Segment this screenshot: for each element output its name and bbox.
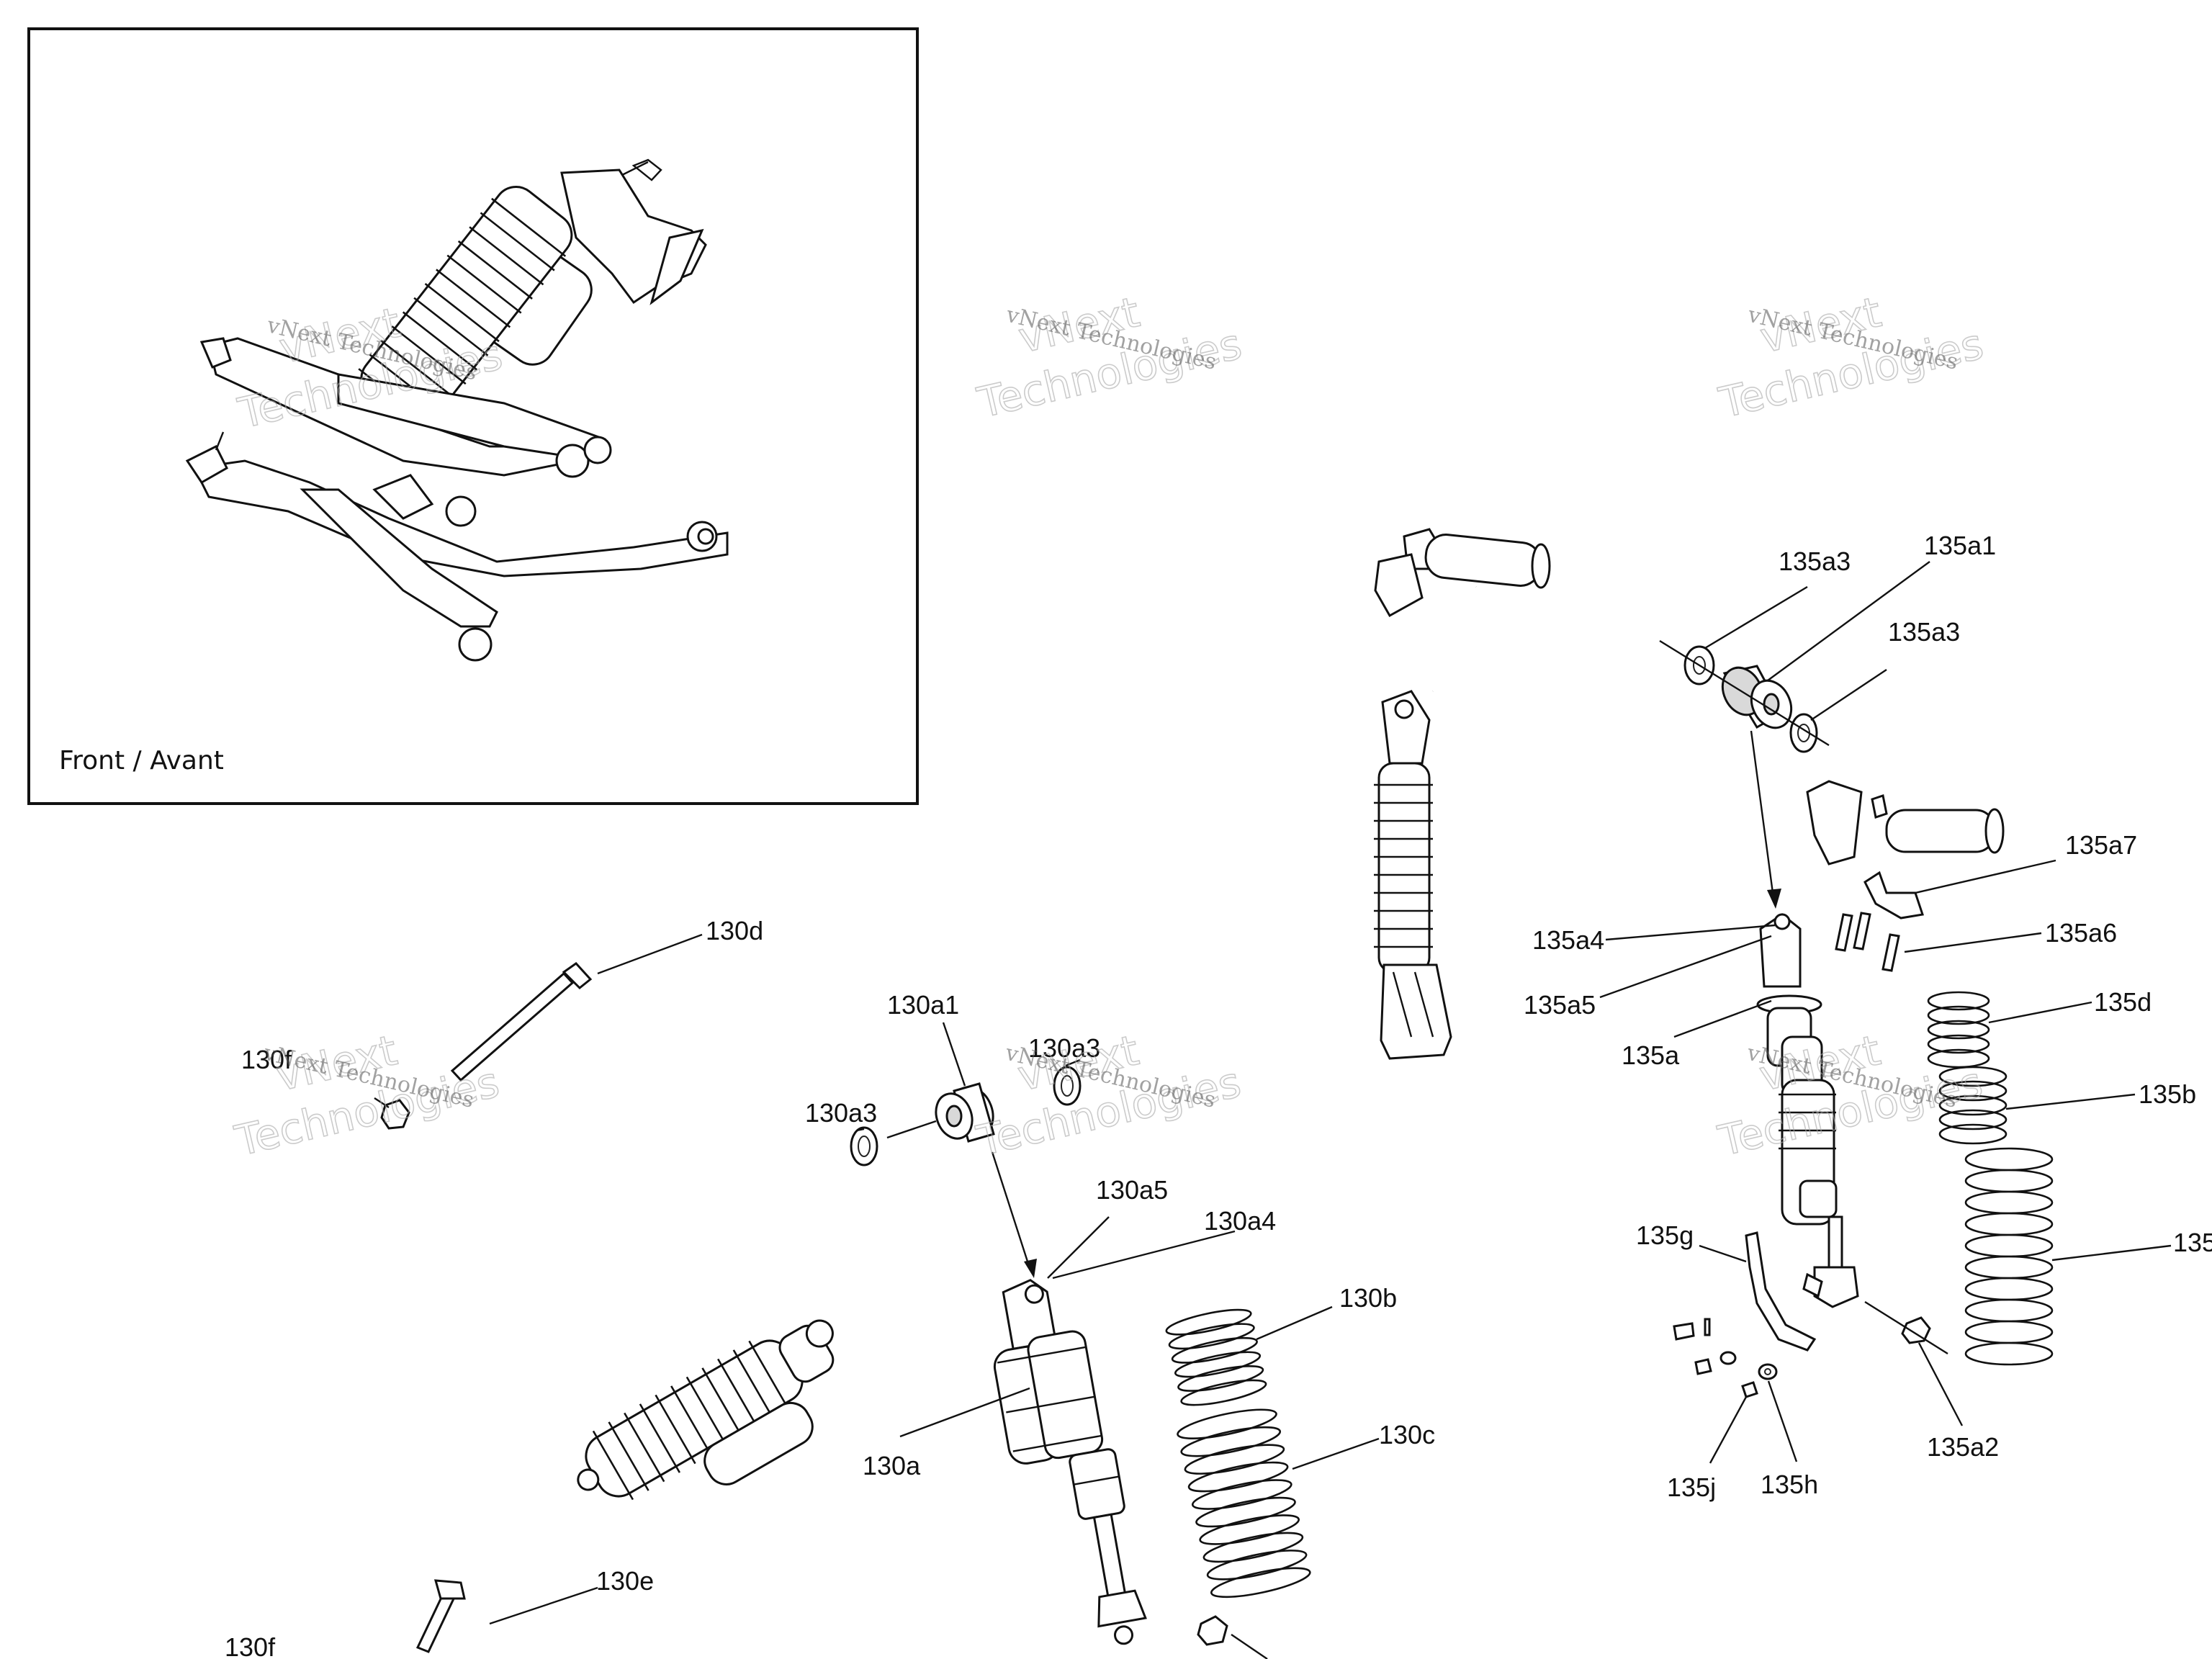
part-130-assembled-shock [577,1319,835,1501]
callout-135a2: 135a2 [1927,1432,1999,1462]
callout-130a: 130a [863,1451,921,1480]
callout-130b: 130b [1339,1283,1397,1313]
leader-135a [1673,999,1772,1038]
leader-130a3-left [856,1128,865,1132]
callout-135d: 135d [2094,987,2152,1017]
part-135c-spring [1964,1147,2172,1366]
inset-caption: Front / Avant [59,746,224,775]
callout-135a3-right: 135a3 [1888,617,1960,647]
callout-130a3-left: 130a3 [805,1098,877,1128]
callout-labels: 130d 130f 130a1 130a3 130a3 130a5 130a4 … [225,531,2212,1659]
part-130c-spring [1177,1408,1380,1599]
callout-135b: 135b [2139,1079,2196,1109]
part-130a2-nut [1197,1615,1268,1659]
inset-upper-a-arm [199,337,612,478]
leader-130a4 [1052,1230,1236,1280]
callout-135a: 135a [1622,1040,1680,1070]
leader-135a5 [1599,935,1772,999]
callout-135a6: 135a6 [2045,918,2117,948]
leader-130a3-right [1065,1058,1081,1067]
part-130e-bolt [415,1579,598,1653]
callout-135a7: 135a7 [2065,830,2137,860]
inset-lower-a-arm [185,431,729,662]
watermark-2: vNext Technologies vNext Technologies [972,287,1246,428]
part-135a-shock-absorber [1756,780,2005,1308]
callout-135c-partial: 135 [2173,1228,2212,1257]
callout-130e: 130e [596,1566,654,1596]
inset-shock-absorber [358,158,707,428]
part-130f-nut-top [374,1097,410,1130]
leader-130a [899,1387,1030,1438]
watermark-3: vNext Technologies vNext Technologies [1714,287,1988,428]
part-135a6-bolts [1835,912,2042,972]
part-135a2-nut [1864,1300,1964,1426]
callout-135g: 135g [1636,1220,1694,1250]
callout-135a3-top: 135a3 [1779,547,1851,576]
callout-135h: 135h [1761,1470,1818,1499]
part-135h-washers [1719,1351,1798,1462]
part-135b-spring [1938,1066,2136,1145]
assembly-arrow-135 [1750,730,1781,909]
part-135d-spring [1927,991,2092,1069]
part-130a3-washer-left [850,1126,878,1166]
callout-130a5: 130a5 [1096,1175,1168,1205]
part-130b-spring [1165,1305,1333,1406]
callout-135a1: 135a1 [1924,531,1996,560]
part-135a7-bracket [1863,859,2056,920]
callout-130a3-right: 130a3 [1028,1033,1100,1063]
part-130d-bolt [450,933,703,1082]
part-130a-shock-absorber [993,1279,1147,1645]
leader-130a1 [942,1022,966,1087]
part-135j-bolts [1673,1318,1758,1464]
callout-130a4: 130a4 [1204,1206,1276,1236]
inset-front-assembly: Front / Avant [27,27,919,805]
leader-130a5 [1047,1216,1110,1279]
callout-130c: 130c [1379,1420,1435,1449]
part-130a1-bushing [886,1082,995,1143]
watermark-4: vNext Technologies vNext Technologies [230,1025,504,1166]
leader-135a4 [1605,924,1776,941]
part-135a1-bushing [1659,561,1930,753]
callout-135a4: 135a4 [1532,925,1604,955]
assembly-arrow-130 [991,1151,1037,1278]
part-135-assembled-shock [1374,528,1551,1060]
watermark-5: vNext Technologies vNext Technologies [971,1025,1246,1166]
callout-135j: 135j [1667,1473,1716,1502]
callout-135a5: 135a5 [1524,990,1596,1020]
part-135g-guard [1699,1231,1817,1352]
part-130a3-washer-right [1053,1066,1082,1106]
callout-130a1: 130a1 [887,990,959,1020]
callout-130d: 130d [706,916,763,945]
callout-130f-top: 130f [241,1045,292,1074]
watermark-6: vNext Technologies vNext Technologies [1713,1025,1987,1166]
callout-130f-bottom: 130f [225,1632,276,1659]
